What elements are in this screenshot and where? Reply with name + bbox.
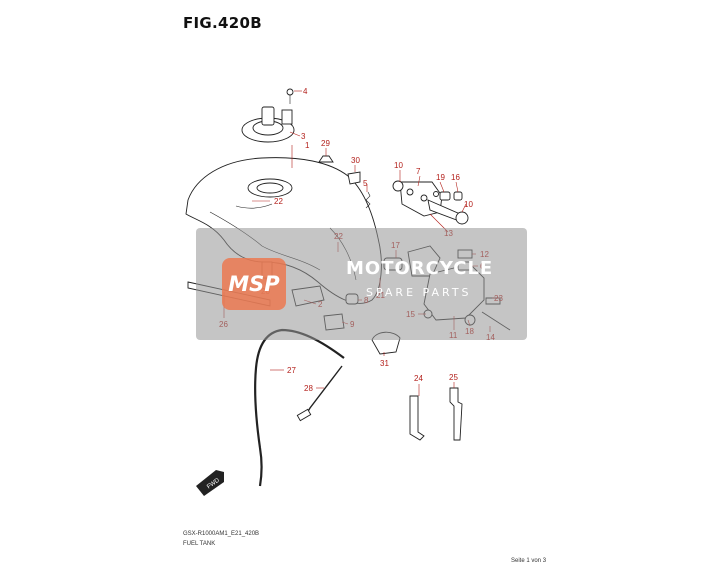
callout-24: 24	[414, 374, 423, 383]
callout-25: 25	[449, 373, 458, 382]
clamps	[409, 387, 463, 441]
callout-19: 19	[436, 173, 445, 182]
spring-5	[365, 191, 371, 209]
figure-title: FIG.420B	[183, 14, 262, 32]
bracket-assembly	[392, 180, 469, 225]
damper-30	[347, 171, 361, 185]
drain-hose-27	[254, 328, 345, 487]
callout-27: 27	[287, 366, 296, 375]
callout-7: 7	[416, 167, 421, 176]
callout-16: 16	[451, 173, 460, 182]
watermark-logo: MSP	[222, 258, 286, 310]
grommet-29	[318, 155, 334, 163]
watermark-subtitle: SPARE PARTS	[366, 286, 472, 299]
callout-28: 28	[304, 384, 313, 393]
page-indicator: Seite 1 von 3	[511, 558, 547, 564]
model-code: GSX-R1000AM1_E21_420B	[183, 531, 260, 537]
callout-5: 5	[363, 179, 368, 188]
callout-1: 1	[305, 141, 310, 150]
callout-4: 4	[303, 87, 308, 96]
section-name: FUEL TANK	[183, 541, 216, 547]
watermark-title: MOTORCYCLE	[346, 258, 494, 279]
callout-10-top: 10	[394, 161, 403, 170]
fuel-cap-assembly	[241, 88, 295, 143]
fwd-arrow: FWD	[196, 470, 224, 496]
callout-30: 30	[351, 156, 360, 165]
callout-3: 3	[301, 132, 306, 141]
callout-10-right: 10	[464, 200, 473, 209]
callout-29: 29	[321, 139, 330, 148]
callout-31: 31	[380, 359, 389, 368]
callout-22-top: 22	[274, 197, 283, 206]
